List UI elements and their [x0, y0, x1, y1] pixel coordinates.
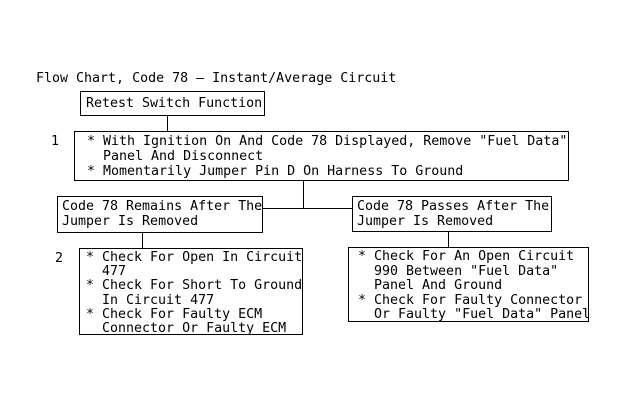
box-line: Jumper Is Removed: [357, 214, 494, 229]
box-line: Or Faulty "Fuel Data" Panel: [358, 307, 589, 322]
box-line: 477: [86, 264, 127, 280]
chart-title: Flow Chart, Code 78 – Instant/Average Ci…: [36, 71, 397, 86]
code-78-remains-box: Code 78 Remains After The Jumper Is Remo…: [57, 196, 263, 233]
connector-branch-horizontal: [263, 208, 352, 209]
box-line: * Check For An Open Circuit: [358, 249, 575, 264]
passes-actions-box: * Check For An Open Circuit 990 Between …: [348, 247, 589, 322]
retest-switch-function-box: Retest Switch Function: [80, 91, 265, 116]
box-line: * With Ignition On And Code 78 Displayed…: [87, 134, 568, 149]
box-line: 990 Between "Fuel Data": [358, 263, 559, 279]
connector-passes-to-actions: [448, 232, 449, 247]
box-line: Jumper Is Removed: [62, 214, 199, 229]
connector-step1-stem: [303, 181, 304, 208]
box-line: Connector Or Faulty ECM: [86, 321, 287, 335]
box-line: * Check For Short To Ground: [86, 278, 303, 294]
box-line: Code 78 Remains After The: [62, 199, 263, 214]
connector-remains-to-step2: [142, 233, 143, 248]
box-line: Retest Switch Function: [86, 96, 263, 111]
step-1-number: 1: [51, 134, 60, 149]
box-line: Panel And Ground: [358, 278, 503, 293]
step-2-number: 2: [55, 251, 64, 266]
code-78-passes-box: Code 78 Passes After The Jumper Is Remov…: [352, 196, 552, 232]
connector-retest-to-step1: [167, 116, 168, 131]
step-2-box: * Check For Open In Circuit 477 * Check …: [79, 248, 303, 335]
box-line: Panel And Disconnect: [87, 149, 264, 164]
box-line: In Circuit 477: [86, 292, 215, 308]
box-line: Code 78 Passes After The: [357, 199, 550, 214]
box-line: * Check For Faulty Connector: [358, 292, 583, 308]
step-1-box: * With Ignition On And Code 78 Displayed…: [74, 131, 569, 181]
box-line: * Check For Open In Circuit: [86, 250, 303, 265]
box-line: * Momentarily Jumper Pin D On Harness To…: [87, 164, 464, 179]
box-line: * Check For Faulty ECM: [86, 306, 263, 322]
